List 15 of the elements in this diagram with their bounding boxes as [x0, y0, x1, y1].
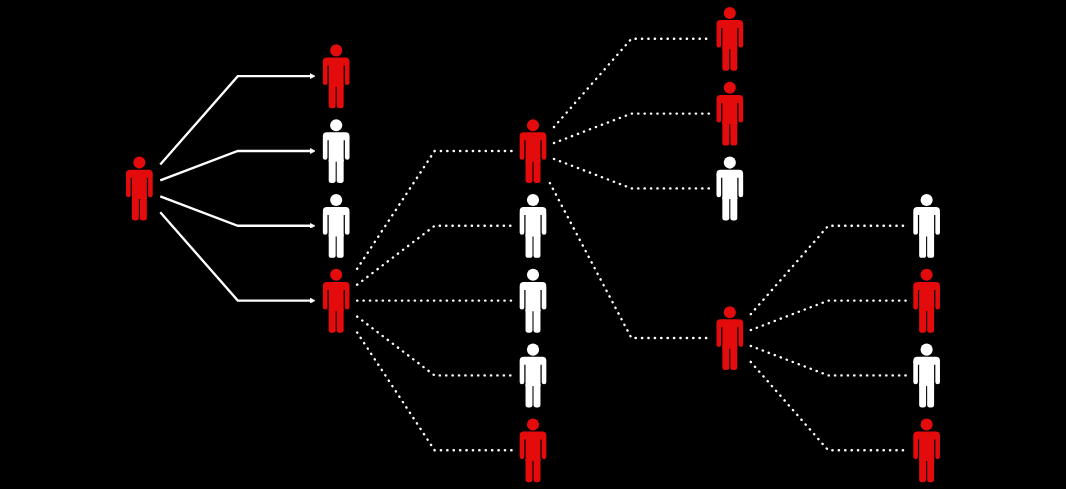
dotted-line — [552, 157, 711, 190]
dotted-line — [552, 112, 711, 145]
arrow — [159, 73, 316, 166]
dotted-line — [355, 149, 514, 270]
dotted-line — [355, 224, 514, 286]
arrow — [159, 195, 316, 229]
arrow — [159, 148, 316, 182]
dotted-line — [749, 360, 907, 452]
dotted-line — [355, 299, 514, 302]
dotted-line — [749, 344, 907, 377]
arrow — [159, 211, 316, 304]
dotted-line — [749, 224, 907, 316]
dotted-line — [355, 331, 514, 452]
dotted-line — [355, 315, 514, 377]
dotted-line — [749, 299, 907, 332]
